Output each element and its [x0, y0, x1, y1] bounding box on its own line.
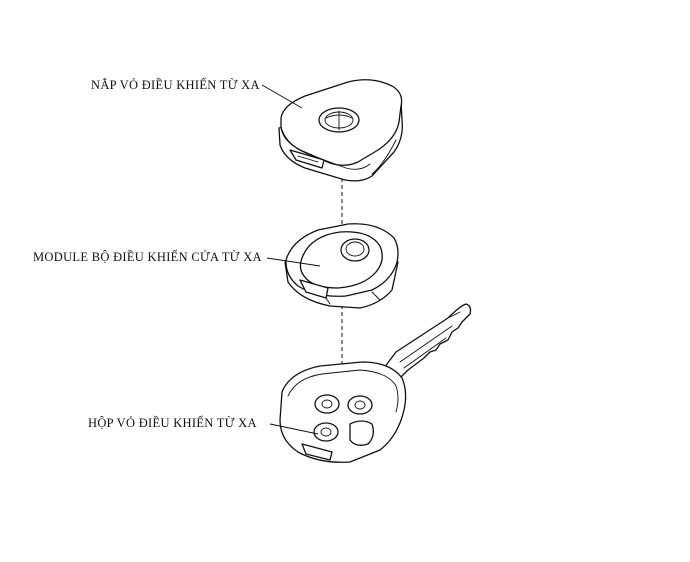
remote-case-with-key-illustration — [269, 303, 472, 463]
label-remote-case: HỘP VỎ ĐIỀU KHIỂN TỪ XA — [88, 416, 257, 430]
label-remote-cover: NẮP VỎ ĐIỀU KHIỂN TỪ XA — [91, 78, 260, 92]
remote-cover-illustration — [261, 79, 403, 182]
remote-module-illustration — [266, 223, 399, 309]
label-remote-module: MODULE BỘ ĐIỀU KHIỂN CỬA TỪ XA — [33, 250, 262, 264]
